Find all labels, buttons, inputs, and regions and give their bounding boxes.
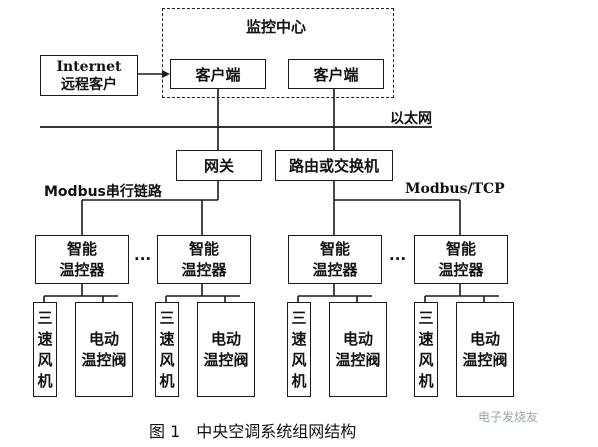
thermostat-line1: 智能 [188, 239, 219, 258]
thermostat-line1: 智能 [66, 239, 97, 258]
thermostat-line2: 温控器 [438, 260, 484, 279]
ellipsis-right: ··· [389, 250, 407, 268]
thermostat-line2: 温控器 [181, 260, 227, 279]
three-speed-fan-4: 三速风机 [414, 302, 438, 397]
three-speed-fan-1: 三速风机 [33, 302, 57, 397]
client-box-right: 客户端 [288, 59, 384, 89]
internet-remote-client-box: Internet 远程客户 [40, 55, 138, 96]
monitor-center-frame [162, 8, 394, 98]
three-speed-fan-2: 三速风机 [155, 302, 179, 397]
thermostat-line1: 智能 [319, 239, 350, 258]
internet-arrow-head [162, 70, 170, 78]
smart-thermostat-2: 智能 温控器 [157, 235, 251, 284]
modbus-tcp-label: Modbus/TCP [405, 181, 505, 197]
three-speed-fan-3: 三速风机 [287, 302, 311, 397]
modbus-serial-label: Modbus串行链路 [44, 184, 162, 200]
figure-caption: 图 1 中央空调系统组网结构 [149, 422, 357, 441]
client-box-left: 客户端 [170, 59, 266, 89]
electric-valve-2: 电动温控阀 [197, 302, 255, 397]
thermostat-line1: 智能 [445, 239, 476, 258]
watermark: 电子发烧友 [478, 410, 539, 424]
remote-client-label: 远程客户 [61, 76, 117, 93]
thermostat-line2: 温控器 [312, 260, 358, 279]
internet-label: Internet [56, 58, 122, 75]
ethernet-label: 以太网 [390, 111, 432, 127]
smart-thermostat-4: 智能 温控器 [414, 235, 508, 284]
gateway-box: 网关 [176, 150, 262, 181]
electric-valve-1: 电动温控阀 [75, 302, 133, 397]
thermostat-line2: 温控器 [59, 260, 105, 279]
monitor-center-title: 监控中心 [246, 18, 307, 36]
electric-valve-4: 电动温控阀 [456, 302, 514, 397]
electric-valve-3: 电动温控阀 [329, 302, 387, 397]
ellipsis-left: ··· [134, 250, 152, 268]
smart-thermostat-1: 智能 温控器 [35, 235, 129, 284]
smart-thermostat-3: 智能 温控器 [288, 235, 382, 284]
router-switch-box: 路由或交换机 [275, 150, 393, 181]
